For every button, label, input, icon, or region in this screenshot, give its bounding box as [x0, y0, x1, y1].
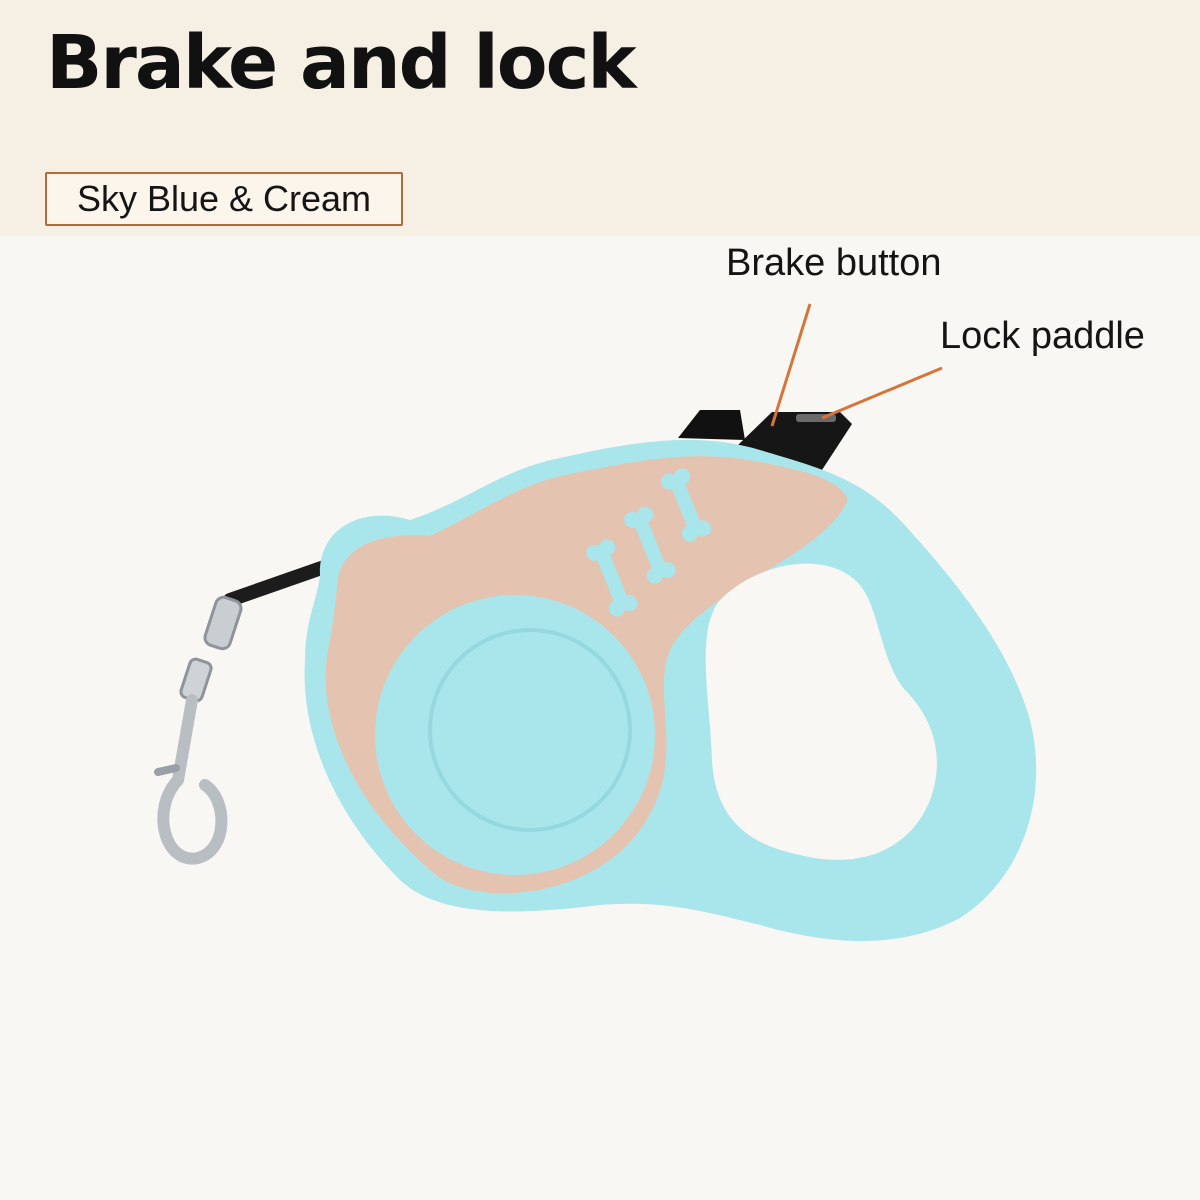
spool-disc-inner	[428, 628, 632, 832]
bone-icons	[586, 468, 711, 617]
snap-hook	[154, 595, 243, 865]
lock-leader-line	[821, 366, 943, 420]
page-title: Brake and lock	[46, 20, 637, 106]
color-variant-badge: Sky Blue & Cream	[45, 172, 403, 226]
lock-paddle-label: Lock paddle	[940, 315, 1145, 357]
handle-opening	[705, 563, 937, 860]
leash-cord	[223, 558, 337, 607]
spool-disc-outer	[375, 595, 655, 875]
brake-button-shape	[738, 412, 852, 470]
brake-button-label: Brake button	[726, 242, 942, 284]
header-banner: Brake and lock Sky Blue & Cream	[0, 0, 1200, 236]
brake-leader-line	[770, 303, 812, 427]
rear-lock-button	[678, 410, 745, 440]
